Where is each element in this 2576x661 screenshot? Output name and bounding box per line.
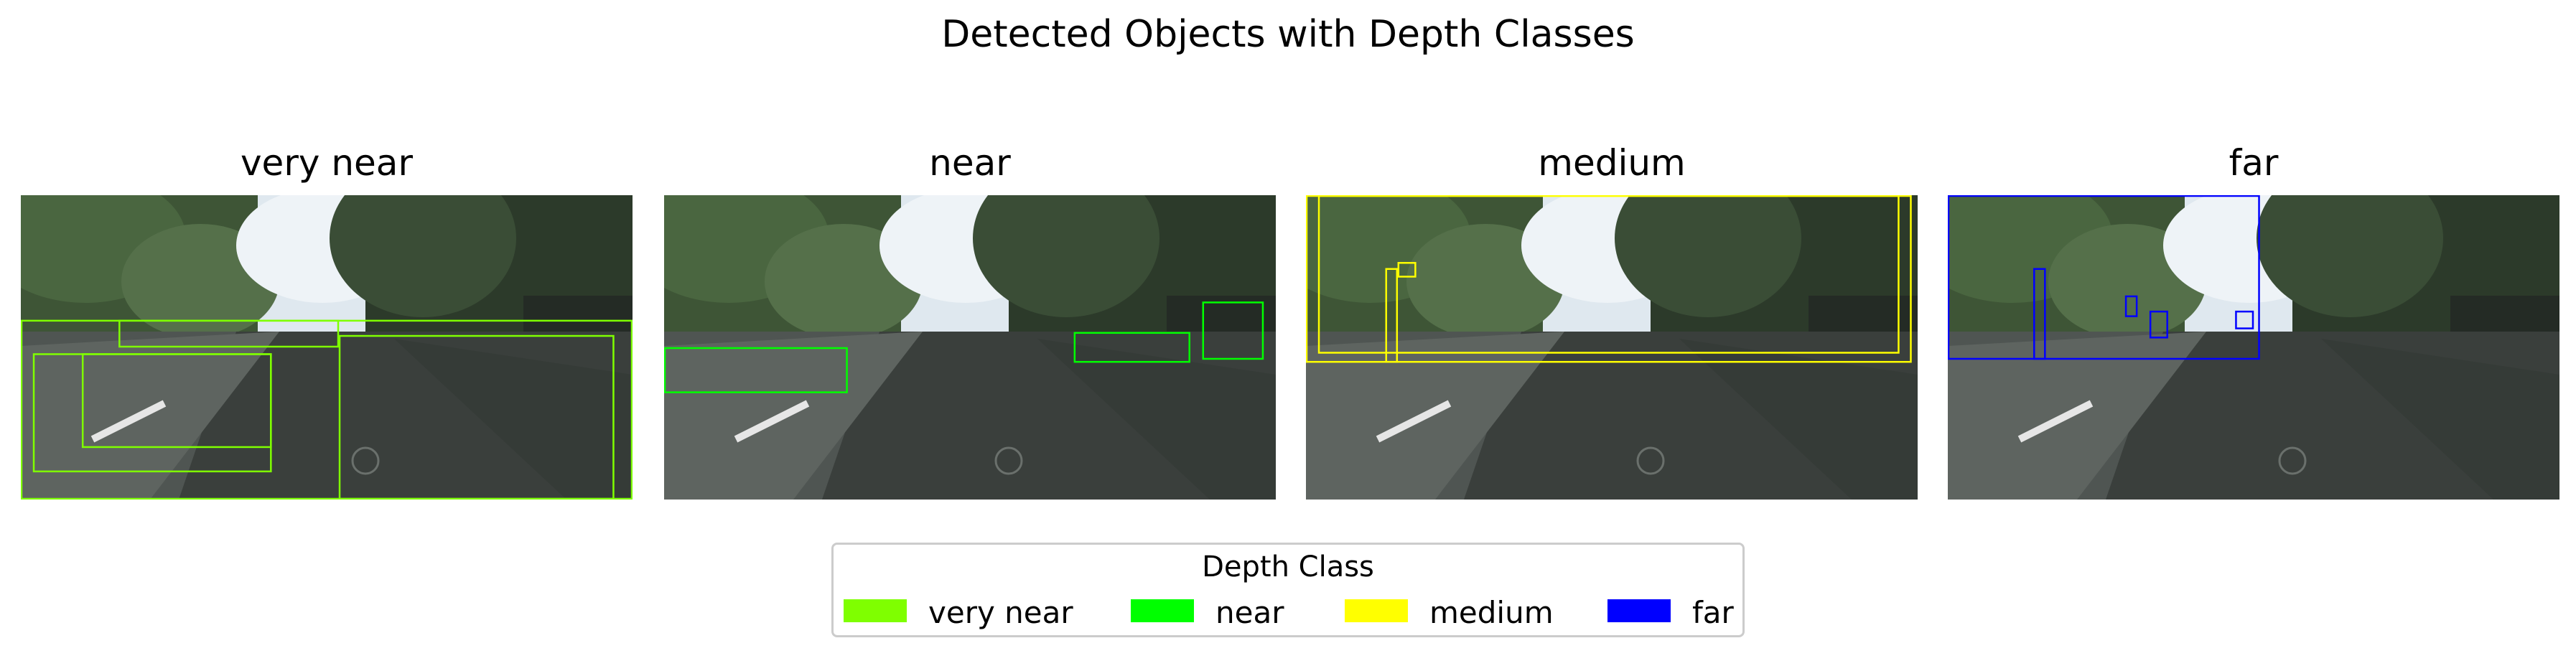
legend-label-medium: medium (1429, 595, 1554, 630)
lane-marking (734, 400, 810, 443)
image-panel-very-near (21, 195, 633, 500)
street-scene-image (1948, 195, 2559, 500)
legend-swatch-very-near (844, 599, 907, 622)
detection-box (2124, 295, 2138, 317)
road-sunlit (1948, 332, 2206, 500)
tree-canopy (2257, 195, 2443, 317)
hood-emblem (994, 446, 1023, 475)
sidewalk (394, 339, 633, 500)
road-sunlit (664, 332, 923, 500)
legend-swatch-near (1131, 599, 1194, 622)
image-panel-far (1948, 195, 2559, 500)
street-scene-image (21, 195, 633, 500)
sidewalk (1037, 339, 1276, 500)
panel-title-very-near: very near (240, 142, 414, 184)
detection-box (2235, 310, 2254, 329)
detection-box (81, 353, 272, 449)
lane-marking (2017, 400, 2094, 443)
legend-swatch-medium (1345, 599, 1408, 622)
detection-box (1948, 195, 2260, 360)
sidewalk (2321, 339, 2559, 500)
legend-title: Depth Class (1202, 550, 1374, 583)
tree-canopy (1615, 195, 1801, 317)
tree-canopy (330, 195, 516, 317)
detection-box (338, 334, 615, 500)
hood-emblem (1636, 446, 1665, 475)
detection-box (1385, 268, 1399, 363)
sidewalk (1679, 339, 1918, 500)
tree-canopy (973, 195, 1159, 317)
detection-box (1317, 195, 1900, 354)
street-scene-image (664, 195, 1276, 500)
hood-emblem (2278, 446, 2307, 475)
legend-label-very-near: very near (928, 595, 1073, 630)
image-panel-medium (1306, 195, 1918, 500)
hood-emblem (351, 446, 380, 475)
lane-marking (1376, 400, 1452, 443)
legend-swatch-far (1607, 599, 1671, 622)
detection-box (1202, 301, 1264, 360)
panel-title-far: far (2229, 142, 2279, 184)
image-panel-near (664, 195, 1276, 500)
detection-box (118, 319, 340, 348)
legend-label-near: near (1215, 595, 1284, 630)
legend-label-far: far (1692, 595, 1734, 630)
detection-box (664, 347, 848, 393)
panel-title-medium: medium (1538, 142, 1686, 184)
figure-title: Detected Objects with Depth Classes (941, 13, 1635, 56)
detection-box (2149, 310, 2168, 339)
lane-marking (90, 400, 167, 443)
legend: Depth Class very near near medium far (831, 543, 1745, 637)
street-scene-image (1306, 195, 1918, 500)
road-sunlit (21, 332, 279, 500)
detection-box (1073, 332, 1190, 363)
detection-box (2033, 268, 2046, 360)
panel-title-near: near (929, 142, 1011, 184)
detection-box (1397, 262, 1417, 278)
road-sunlit (1306, 332, 1564, 500)
